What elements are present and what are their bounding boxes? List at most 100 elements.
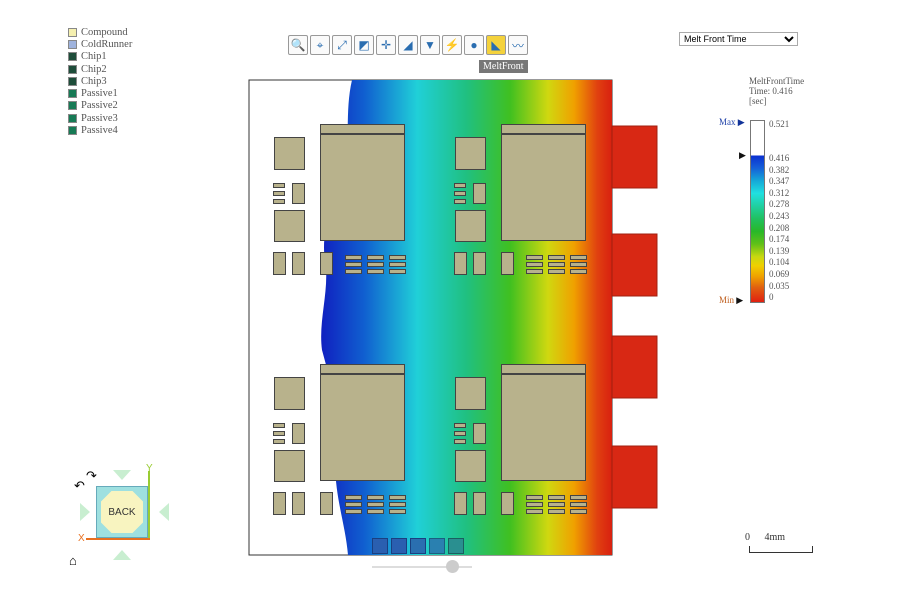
passive-component[interactable]: [320, 492, 333, 515]
passive-component[interactable]: [454, 183, 466, 188]
stop-button[interactable]: [372, 538, 388, 554]
passive-component[interactable]: [473, 423, 486, 444]
passive-component[interactable]: [473, 252, 486, 275]
rotate-right-icon[interactable]: [159, 503, 169, 521]
legend-item[interactable]: Passive1: [68, 87, 132, 99]
chip-component[interactable]: [320, 374, 405, 481]
passive-component[interactable]: [273, 183, 285, 188]
passive-component[interactable]: [274, 137, 305, 170]
chip-component[interactable]: [320, 134, 405, 241]
passive-component[interactable]: [320, 252, 333, 275]
passive-component[interactable]: [367, 509, 384, 514]
rotate-cw-icon[interactable]: ↷: [86, 468, 97, 483]
passive-component[interactable]: [454, 191, 466, 196]
passive-component[interactable]: [454, 252, 467, 275]
passive-component[interactable]: [367, 502, 384, 507]
rotate-up-icon[interactable]: [113, 470, 131, 480]
passive-component[interactable]: [345, 502, 362, 507]
passive-component[interactable]: [345, 269, 362, 274]
rotate-left-icon[interactable]: [80, 503, 90, 521]
legend-item[interactable]: Passive3: [68, 112, 132, 124]
filter-button[interactable]: ▼: [420, 35, 440, 55]
passive-component[interactable]: [454, 492, 467, 515]
passive-component[interactable]: [273, 423, 285, 428]
passive-component[interactable]: [570, 509, 587, 514]
chip-strip[interactable]: [320, 124, 405, 134]
legend-item[interactable]: Passive4: [68, 124, 132, 136]
rewind-button[interactable]: [391, 538, 407, 554]
passive-component[interactable]: [367, 269, 384, 274]
legend-item[interactable]: Chip1: [68, 51, 132, 63]
passive-component[interactable]: [526, 255, 543, 260]
passive-component[interactable]: [274, 377, 305, 410]
passive-component[interactable]: [292, 423, 305, 444]
passive-component[interactable]: [273, 431, 285, 436]
passive-component[interactable]: [273, 492, 286, 515]
zoom-button[interactable]: 🔍: [288, 35, 308, 55]
passive-component[interactable]: [389, 269, 406, 274]
passive-component[interactable]: [345, 262, 362, 267]
passive-component[interactable]: [389, 502, 406, 507]
fit-button[interactable]: ⤢: [332, 35, 352, 55]
current-marker-icon[interactable]: ▶: [739, 150, 746, 160]
chip-strip[interactable]: [501, 124, 586, 134]
forward-button[interactable]: [429, 538, 445, 554]
passive-component[interactable]: [548, 269, 565, 274]
legend-item[interactable]: Compound: [68, 26, 132, 38]
passive-component[interactable]: [367, 255, 384, 260]
legend-item[interactable]: ColdRunner: [68, 38, 132, 50]
view-button[interactable]: ◩: [354, 35, 374, 55]
passive-component[interactable]: [548, 502, 565, 507]
passive-component[interactable]: [389, 509, 406, 514]
passive-component[interactable]: [455, 210, 486, 242]
probe-button[interactable]: ●: [464, 35, 484, 55]
passive-component[interactable]: [455, 377, 486, 410]
playback-slider-handle[interactable]: [446, 560, 459, 573]
chip-component[interactable]: [501, 374, 586, 481]
passive-component[interactable]: [570, 262, 587, 267]
passive-component[interactable]: [273, 199, 285, 204]
passive-component[interactable]: [367, 262, 384, 267]
pick-button[interactable]: ⌖: [310, 35, 330, 55]
passive-component[interactable]: [292, 492, 305, 515]
legend-item[interactable]: Chip3: [68, 75, 132, 87]
passive-component[interactable]: [345, 255, 362, 260]
passive-component[interactable]: [273, 439, 285, 444]
play-button[interactable]: [410, 538, 426, 554]
legend-item[interactable]: Chip2: [68, 63, 132, 75]
chart-button[interactable]: 〰: [508, 35, 528, 55]
passive-component[interactable]: [570, 255, 587, 260]
passive-component[interactable]: [501, 492, 514, 515]
center-button[interactable]: ✛: [376, 35, 396, 55]
result-select[interactable]: Melt Front Time: [679, 32, 798, 46]
passive-component[interactable]: [473, 183, 486, 204]
chip-strip[interactable]: [320, 364, 405, 374]
passive-component[interactable]: [455, 137, 486, 170]
passive-component[interactable]: [548, 255, 565, 260]
passive-component[interactable]: [473, 492, 486, 515]
chip-component[interactable]: [501, 134, 586, 241]
section-button[interactable]: ⚡: [442, 35, 462, 55]
passive-component[interactable]: [389, 495, 406, 500]
passive-component[interactable]: [367, 495, 384, 500]
passive-component[interactable]: [454, 423, 466, 428]
passive-component[interactable]: [570, 269, 587, 274]
passive-component[interactable]: [274, 450, 305, 482]
home-icon[interactable]: ⌂: [69, 553, 77, 568]
passive-component[interactable]: [345, 509, 362, 514]
passive-component[interactable]: [501, 252, 514, 275]
cube-face-back[interactable]: BACK: [96, 486, 148, 538]
passive-component[interactable]: [548, 495, 565, 500]
view-cube[interactable]: BACK ↷ ↶ Y X: [74, 463, 171, 561]
rotate-ccw-icon[interactable]: ↶: [74, 478, 85, 493]
passive-component[interactable]: [274, 210, 305, 242]
passive-component[interactable]: [570, 495, 587, 500]
passive-component[interactable]: [548, 509, 565, 514]
ruler-button[interactable]: ◢: [398, 35, 418, 55]
rotate-down-icon[interactable]: [113, 550, 131, 560]
passive-component[interactable]: [389, 262, 406, 267]
passive-component[interactable]: [273, 252, 286, 275]
passive-component[interactable]: [273, 191, 285, 196]
chip-strip[interactable]: [501, 364, 586, 374]
legend-item[interactable]: Passive2: [68, 100, 132, 112]
